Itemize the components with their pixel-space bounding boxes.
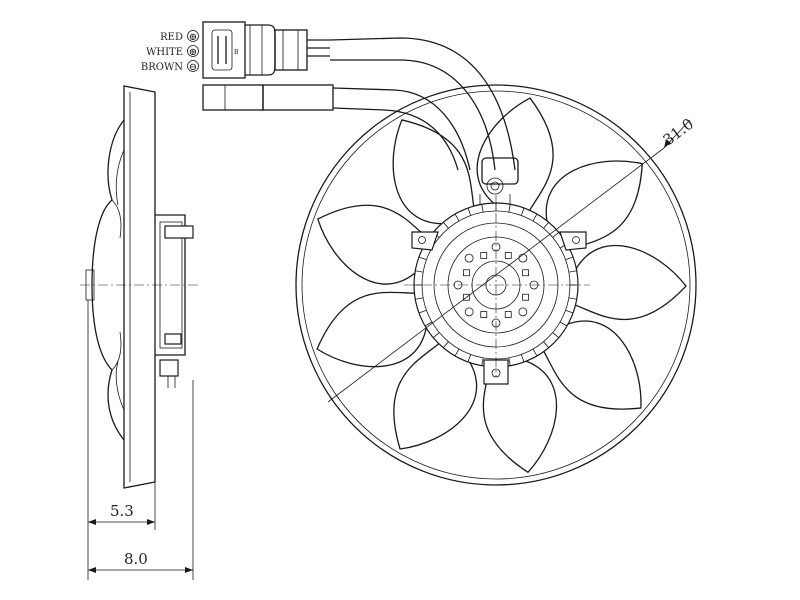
fan-blade [393, 341, 478, 450]
cable-harness [329, 37, 519, 210]
hub-tick [424, 321, 433, 327]
hub-tick [508, 204, 511, 213]
wiring-legend: RED WHITE BROWN ⊕ ⊕ ⊖ [141, 30, 199, 73]
mounting-tab-left [411, 231, 439, 251]
dimension-5-3-label: 5.3 [110, 502, 134, 520]
hub-tick [467, 354, 472, 363]
side-view: 5.3 8.0 [80, 85, 200, 580]
dimension-diameter: 31.0 [660, 115, 698, 149]
hub-tick [568, 297, 577, 300]
hub-tick [552, 231, 560, 238]
pin-symbol-brown: ⊖ [189, 62, 197, 73]
hub-tick [418, 256, 427, 261]
hub-tick [520, 207, 525, 216]
hub-tick [559, 321, 568, 327]
hub-tick [415, 297, 424, 300]
hub-tick [454, 348, 460, 357]
hub-hole [522, 293, 529, 301]
wire-label-red: RED [160, 32, 183, 43]
mounting-tab-right [559, 231, 587, 251]
hub-tick [565, 256, 574, 261]
blade-profile-side [91, 119, 125, 441]
hub-tick [543, 341, 550, 349]
wire-label-white: WHITE [146, 47, 183, 58]
hub-hole [522, 269, 529, 277]
hub-tick [415, 270, 424, 273]
hub-tick [432, 332, 440, 339]
hub-hole [480, 311, 488, 318]
hub-tick [565, 309, 574, 314]
fan-blade [316, 291, 428, 368]
hub-holes [453, 242, 539, 328]
hub-tick [508, 357, 511, 366]
fan-blade [542, 320, 642, 410]
hub-tick [520, 354, 525, 363]
dimension-overall-depth: 8.0 [88, 380, 194, 580]
dimension-8-0-label: 8.0 [124, 550, 148, 568]
shroud-plate [123, 85, 156, 489]
fan-blades [316, 97, 687, 474]
pin-symbol-red: ⊕ [189, 32, 197, 43]
dimension-hub-depth: 5.3 [87, 300, 156, 580]
hub-hole [463, 269, 470, 277]
hub-tick [481, 357, 484, 366]
hub-tick [442, 221, 449, 229]
hub-hole [504, 252, 512, 259]
hub-tick [454, 213, 460, 222]
fan-blade [482, 359, 558, 474]
hub-hole [464, 253, 474, 263]
hub-hole [504, 311, 512, 318]
fan-blade [545, 160, 643, 251]
fan-blade [573, 244, 687, 321]
hub-tick [552, 332, 560, 339]
hub-tick [442, 341, 449, 349]
wire-label-brown: BROWN [141, 62, 183, 73]
hub-tick [481, 204, 484, 213]
fan-blade [392, 119, 475, 225]
hub-hole [464, 307, 474, 317]
fan-blade [317, 204, 431, 285]
hub-hole [518, 307, 528, 317]
hub-tick [532, 348, 538, 357]
pin-symbol-white: ⊕ [189, 47, 197, 58]
hub-hole [480, 252, 488, 259]
connector-pin-mark: B [234, 49, 239, 56]
hub-tick [467, 207, 472, 216]
fan-front-view [295, 84, 697, 486]
hub-tick [532, 213, 538, 222]
hub-hole [463, 293, 470, 301]
hub-tick [418, 309, 427, 314]
fan-blade [476, 97, 554, 213]
hub-tick [543, 221, 550, 229]
fan-outer-ring [295, 84, 697, 486]
hub-tick [568, 270, 577, 273]
electrical-connector: B [202, 21, 334, 111]
